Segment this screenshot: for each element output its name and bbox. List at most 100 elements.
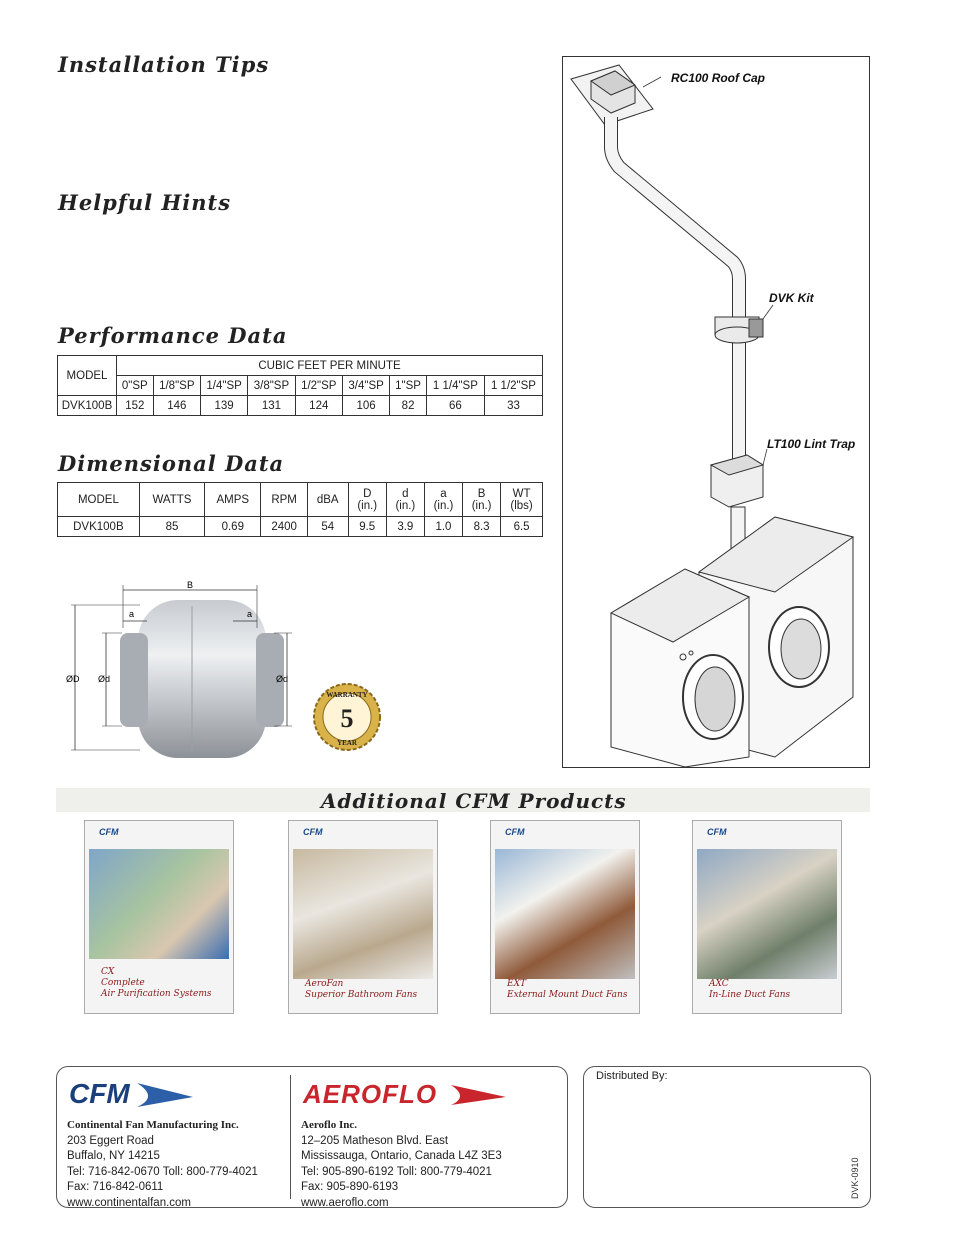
- dim-header: d(in.): [385, 482, 425, 517]
- aeroflo-address-line2: Mississauga, Ontario, Canada L4Z 3E3: [301, 1150, 502, 1162]
- dim-header-label: a: [440, 487, 447, 500]
- dim-header: WATTS: [138, 482, 206, 517]
- perf-value: 124: [294, 395, 343, 416]
- helpful-hints-heading: Helpful Hints: [58, 190, 232, 215]
- dimensional-table: MODEL WATTS AMPS RPM dBA D(in.) d(in.) a…: [57, 482, 543, 537]
- perf-col-0: 0"SP: [116, 375, 154, 396]
- dim-unit: (in.): [395, 499, 416, 512]
- catalog-caption-line: Complete: [101, 978, 145, 988]
- perf-value: 131: [247, 395, 296, 416]
- aeroflo-brand-logo: AEROFLO: [302, 1079, 506, 1109]
- perf-value: 139: [199, 395, 249, 416]
- dim-header-label: D: [363, 487, 372, 500]
- dim-header: RPM: [260, 482, 308, 517]
- dim-header-label: B: [477, 487, 486, 500]
- cfm-logo: CFM: [99, 827, 119, 837]
- dim-value: 9.5: [347, 516, 387, 537]
- dim-value: 6.5: [500, 516, 543, 537]
- catalog-caption-line: In-Line Duct Fans: [709, 990, 791, 1000]
- dim-header: WT(lbs): [500, 482, 543, 517]
- cfm-address-line2: Buffalo, NY 14215: [67, 1150, 160, 1162]
- warranty-bottom-text: YEAR: [337, 739, 358, 747]
- cfm-logo: CFM: [707, 827, 727, 837]
- dim-value: 2400: [260, 516, 308, 537]
- aeroflo-company-name: Aeroflo Inc.: [301, 1119, 358, 1131]
- cfm-logo-text: CFM: [69, 1078, 130, 1109]
- catalog-caption: AXC In-Line Duct Fans: [709, 979, 790, 1001]
- dim-header: B(in.): [462, 482, 502, 517]
- catalog-cover-image: [293, 849, 433, 979]
- dim-header-label: RPM: [271, 493, 297, 506]
- cfm-website-link[interactable]: www.continentalfan.com: [67, 1196, 192, 1209]
- catalog-caption: CX Complete Air Purification Systems: [101, 967, 212, 1000]
- dim-value: 8.3: [462, 516, 502, 537]
- aeroflo-contact-block: AEROFLO Aeroflo Inc. 12–205 Matheson Blv…: [301, 1077, 561, 1211]
- dim-unit: (in.): [471, 499, 492, 512]
- cfm-contact-block: CFM Continental Fan Manufacturing Inc. 2…: [67, 1077, 289, 1211]
- catalog-caption-line: Air Purification Systems: [101, 989, 212, 999]
- dim-label-a-right: a: [247, 609, 252, 619]
- dim-header-label: AMPS: [216, 493, 250, 506]
- dim-header-label: dBA: [316, 493, 339, 506]
- dim-label-d-left: Ød: [98, 674, 110, 684]
- performance-table: MODEL CUBIC FEET PER MINUTE 0"SP 1/8"SP …: [57, 355, 544, 416]
- perf-value: 146: [152, 395, 201, 416]
- cfm-brand-logo: CFM: [69, 1078, 193, 1109]
- installation-diagram: RC100 Roof Cap DVK Kit LT100 Lint Trap: [562, 56, 870, 768]
- product-catalog-ext[interactable]: CFM EXT External Mount Duct Fans: [490, 820, 640, 1014]
- catalog-caption: EXT External Mount Duct Fans: [507, 979, 627, 1001]
- divider: [290, 1075, 291, 1199]
- perf-value: 106: [341, 395, 391, 416]
- catalog-cover-image: [495, 849, 635, 979]
- perf-col-5: 3/4"SP: [341, 375, 391, 396]
- aeroflo-fax: Fax: 905-890-6193: [301, 1181, 399, 1193]
- fan-dimension-diagram: B a a ØD Ød Ød: [60, 578, 300, 763]
- catalog-caption: AeroFan Superior Bathroom Fans: [305, 979, 417, 1001]
- perf-col-4: 1/2"SP: [294, 375, 343, 396]
- dim-header: a(in.): [423, 482, 464, 517]
- dim-unit: (in.): [433, 499, 454, 512]
- dim-header-label: MODEL: [77, 493, 119, 506]
- dim-header-label: WT: [512, 487, 531, 500]
- cfm-address-line1: 203 Eggert Road: [67, 1134, 154, 1147]
- product-catalog-cx[interactable]: CFM CX Complete Air Purification Systems: [84, 820, 234, 1014]
- dim-unit: (lbs): [510, 499, 533, 512]
- dimensional-data-heading: Dimensional Data: [58, 451, 285, 476]
- distributor-box: Distributed By: DVK-0910: [583, 1066, 871, 1208]
- dvk-kit-callout: DVK Kit: [769, 291, 814, 305]
- perf-model-header: MODEL: [57, 355, 117, 396]
- perf-value: 152: [116, 395, 154, 416]
- catalog-caption-line: External Mount Duct Fans: [507, 990, 628, 1000]
- table-row: DVK100B 152 146 139 131 124 106 82 66 33: [57, 395, 544, 416]
- dim-value: 85: [138, 516, 206, 537]
- cfm-logo: CFM: [303, 827, 323, 837]
- dim-header-label: d: [402, 487, 409, 500]
- table-row: DVK100B 85 0.69 2400 54 9.5 3.9 1.0 8.3 …: [57, 516, 543, 537]
- catalog-caption-line: EXT: [507, 979, 526, 989]
- dim-header: dBA: [306, 482, 349, 517]
- additional-products-heading: Additional CFM Products: [321, 789, 627, 813]
- perf-col-3: 3/8"SP: [247, 375, 296, 396]
- perf-col-2: 1/4"SP: [199, 375, 249, 396]
- catalog-caption-line: CX: [101, 967, 115, 977]
- roof-cap-callout: RC100 Roof Cap: [671, 71, 766, 85]
- product-catalog-axc[interactable]: CFM AXC In-Line Duct Fans: [692, 820, 842, 1014]
- lint-trap-callout: LT100 Lint Trap: [767, 437, 856, 451]
- aeroflo-website-link[interactable]: www.aeroflo.com: [301, 1196, 389, 1209]
- catalog-caption-line: AeroFan: [305, 979, 344, 989]
- perf-value: 66: [425, 395, 485, 416]
- dim-value: 3.9: [385, 516, 425, 537]
- dim-value: 1.0: [423, 516, 464, 537]
- product-catalog-aerofan[interactable]: CFM AeroFan Superior Bathroom Fans: [288, 820, 438, 1014]
- dim-label-a-left: a: [129, 609, 134, 619]
- aeroflo-address-line1: 12–205 Matheson Blvd. East: [301, 1134, 449, 1147]
- additional-products-banner: Additional CFM Products: [56, 788, 870, 813]
- aeroflo-logo-text: AEROFLO: [302, 1079, 437, 1109]
- dim-value: DVK100B: [57, 516, 140, 537]
- warranty-top-text: WARRANTY: [326, 691, 367, 699]
- dim-value: 54: [306, 516, 349, 537]
- catalog-cover-image: [89, 849, 229, 959]
- warranty-number: 5: [341, 704, 354, 733]
- cfm-logo: CFM: [505, 827, 525, 837]
- catalog-caption-line: AXC: [709, 979, 729, 989]
